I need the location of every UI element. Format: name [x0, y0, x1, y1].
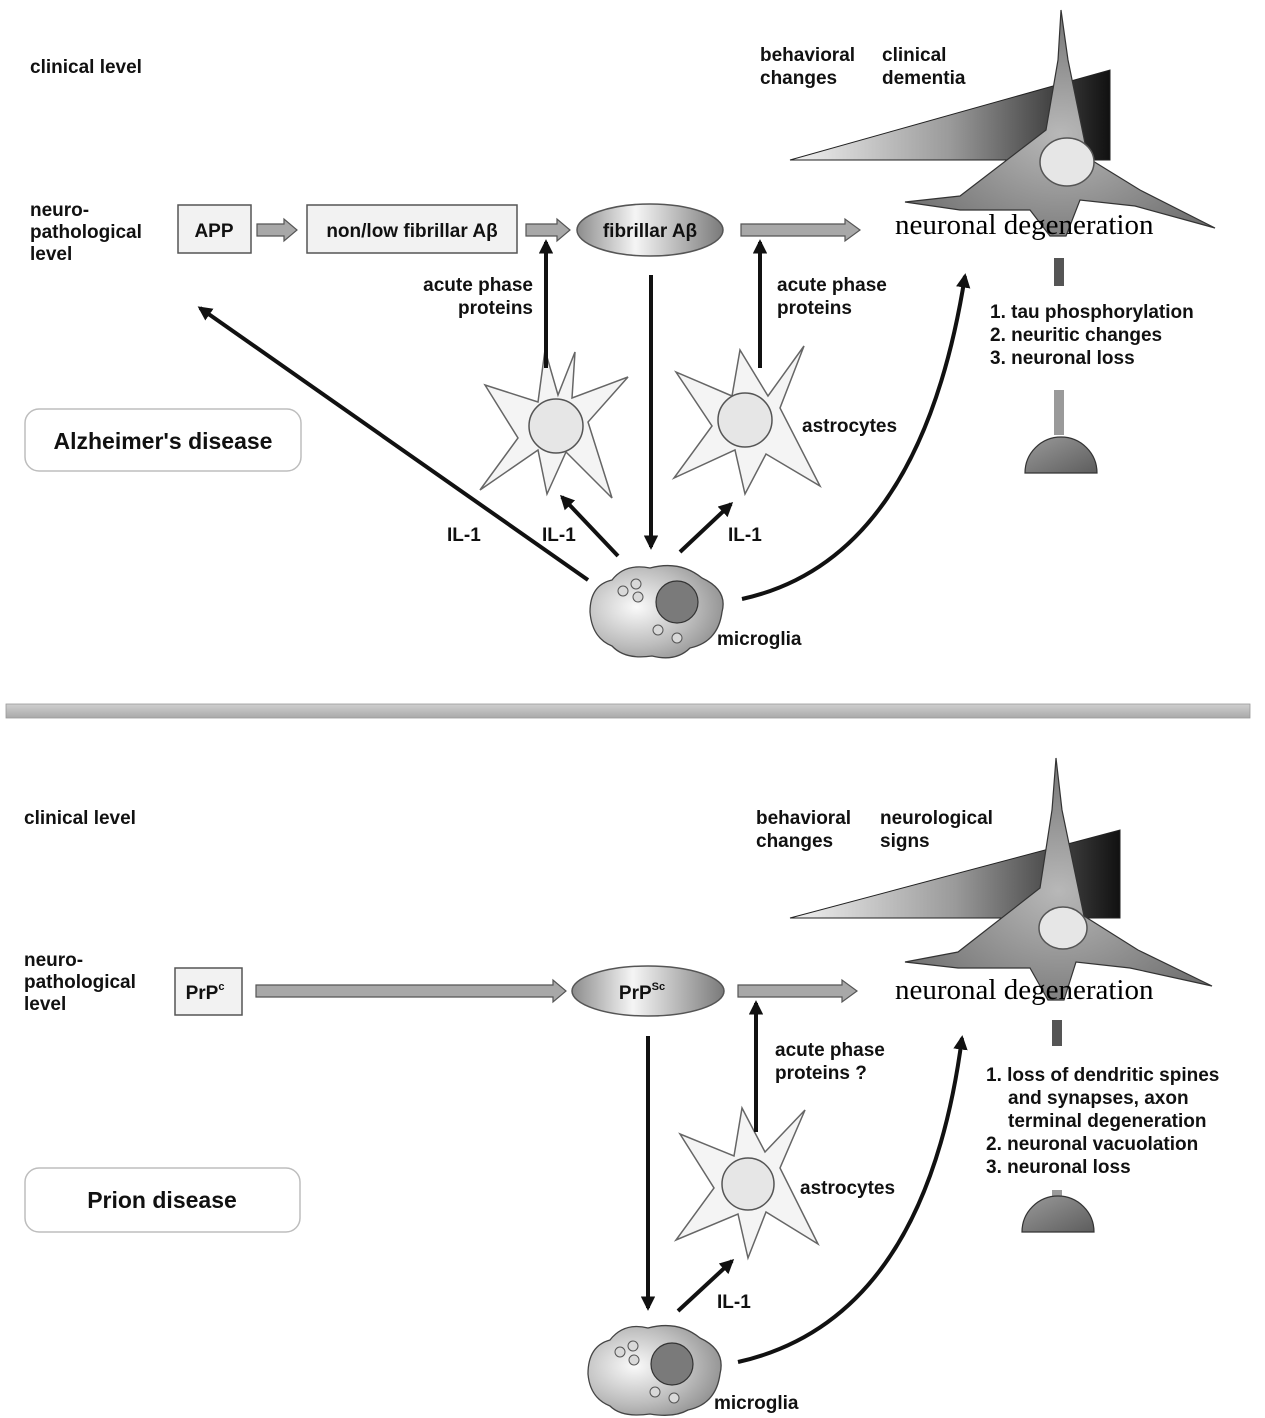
pr-neuro-level-line3: level: [24, 994, 66, 1015]
pr-neurological-line1: neurological: [880, 808, 993, 829]
pr-astrocytes-label: astrocytes: [800, 1178, 895, 1199]
az-disease-label: Alzheimer's disease: [54, 428, 273, 454]
az-clinical-dementia-line2: dementia: [882, 68, 966, 89]
az-behavioral-line1: behavioral: [760, 45, 855, 66]
az-neuronal-degeneration: neuronal degeneration: [895, 209, 1154, 241]
az-arrow-il1-to-astro-right: [680, 504, 731, 552]
az-il1-label-b: IL-1: [542, 525, 576, 546]
pr-microglia-cell: [588, 1326, 721, 1416]
pr-arrow-prpc-to-prpsc: [256, 980, 566, 1002]
alzheimer-panel: clinical level neuro- pathological level…: [25, 10, 1215, 658]
pr-behavioral-line2: changes: [756, 831, 833, 852]
az-acute-right-line1: acute phase: [777, 275, 887, 296]
az-clinical-dementia-line1: clinical: [882, 45, 946, 66]
az-arrow-nonlow-to-fibrillar: [526, 219, 570, 241]
pr-acute-line2: proteins ?: [775, 1063, 867, 1084]
pr-astrocyte: [676, 1108, 818, 1258]
pr-clinical-level-label: clinical level: [24, 808, 136, 829]
pr-list-item-3: 3. neuronal loss: [986, 1157, 1131, 1178]
az-microglia-cell: [590, 566, 723, 658]
az-acute-left-line2: proteins: [458, 298, 533, 319]
az-nonlow-label: non/low fibrillar Aβ: [326, 221, 497, 242]
pr-list-item-1: 1. loss of dendritic spines: [986, 1065, 1219, 1086]
az-neuron-illustration: [790, 10, 1215, 473]
az-arrow-app-to-nonlow: [257, 219, 297, 241]
az-clinical-level-label: clinical level: [30, 57, 142, 78]
az-astrocyte-left: [480, 350, 628, 498]
az-microglia-label: microglia: [717, 629, 802, 650]
pr-neurological-line2: signs: [880, 831, 930, 852]
pr-behavioral-line1: behavioral: [756, 808, 851, 829]
pr-arrow-prpsc-to-degeneration: [738, 980, 857, 1002]
az-neuro-level-line2: pathological: [30, 222, 142, 243]
az-list-item-2: 2. neuritic changes: [990, 325, 1162, 346]
az-app-label: APP: [194, 221, 233, 242]
pr-il1-label: IL-1: [717, 1292, 751, 1313]
az-il1-label-c: IL-1: [728, 525, 762, 546]
az-neuro-level-line3: level: [30, 244, 72, 265]
az-fibrillar-label: fibrillar Aβ: [603, 221, 697, 242]
az-acute-left-line1: acute phase: [423, 275, 533, 296]
az-il1-label-a: IL-1: [447, 525, 481, 546]
pr-disease-label: Prion disease: [87, 1187, 237, 1213]
pr-neuronal-degeneration: neuronal degeneration: [895, 974, 1154, 1006]
pr-microglia-label: microglia: [714, 1393, 799, 1414]
pr-neuro-level-line2: pathological: [24, 972, 136, 993]
az-acute-right-line2: proteins: [777, 298, 852, 319]
pr-list-item-1b: and synapses, axon: [1008, 1088, 1189, 1109]
pr-list-item-2: 2. neuronal vacuolation: [986, 1134, 1198, 1155]
pr-neuro-level-line1: neuro-: [24, 950, 83, 971]
az-behavioral-line2: changes: [760, 68, 837, 89]
pr-list-item-1c: terminal degeneration: [1008, 1111, 1207, 1132]
az-astrocyte-right: [674, 346, 820, 494]
az-arrow-fibrillar-to-degeneration: [741, 219, 860, 241]
az-list-item-3: 3. neuronal loss: [990, 348, 1135, 369]
panel-separator: [6, 704, 1250, 718]
az-neuro-level-line1: neuro-: [30, 200, 89, 221]
prion-panel: clinical level neuro- pathological level…: [24, 758, 1219, 1415]
az-astrocytes-label: astrocytes: [802, 416, 897, 437]
az-list-item-1: 1. tau phosphorylation: [990, 302, 1194, 323]
pr-acute-line1: acute phase: [775, 1040, 885, 1061]
